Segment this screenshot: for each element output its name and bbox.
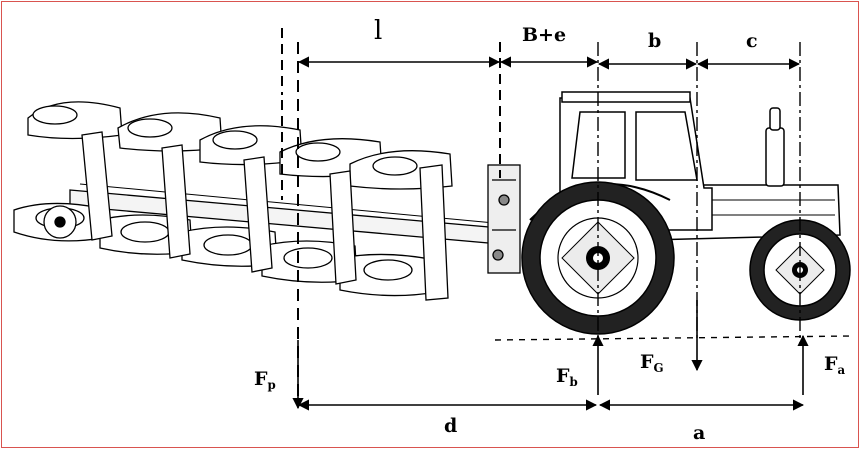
plough-headstock — [487, 164, 521, 274]
plough — [13, 101, 521, 301]
dim-label-a: a — [693, 422, 706, 444]
plough-upper-bodies — [27, 101, 453, 190]
dim-label-l: l — [374, 16, 383, 46]
dim-label-c: c — [746, 30, 758, 52]
plough-legs — [81, 131, 449, 301]
dim-label-b: b — [648, 30, 662, 52]
tractor-rear-wheel — [521, 181, 675, 335]
exhaust-pipe — [765, 127, 785, 187]
force-arrows — [292, 300, 809, 410]
force-label-fp: Fp — [254, 368, 276, 392]
force-label-fg: FG — [640, 351, 664, 375]
force-label-fa: Fa — [824, 353, 846, 377]
dim-label-d: d — [444, 415, 458, 437]
force-label-fb: Fb — [556, 365, 578, 389]
dimension-arrows — [297, 56, 805, 411]
dim-label-b-plus-e: B+e — [522, 24, 567, 46]
